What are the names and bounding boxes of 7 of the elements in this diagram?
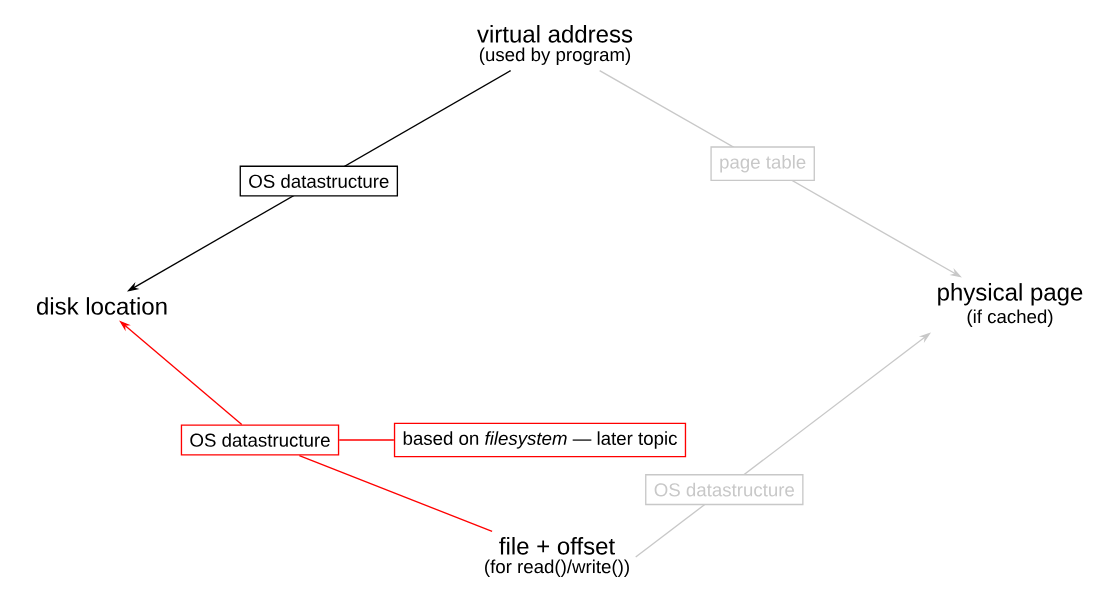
file-offset-text: file + offset (for read()/write()) — [485, 537, 629, 577]
location-text: disk location — [37, 297, 167, 315]
address-text: virtual address (used by program) — [477, 25, 633, 65]
note-box: based on filesystem — later topic — [393, 422, 687, 458]
process-box: OS datastructure — [180, 424, 340, 456]
page-text: physical page (if cached) — [938, 283, 1083, 327]
edge-label: OS datastructure — [239, 165, 399, 197]
